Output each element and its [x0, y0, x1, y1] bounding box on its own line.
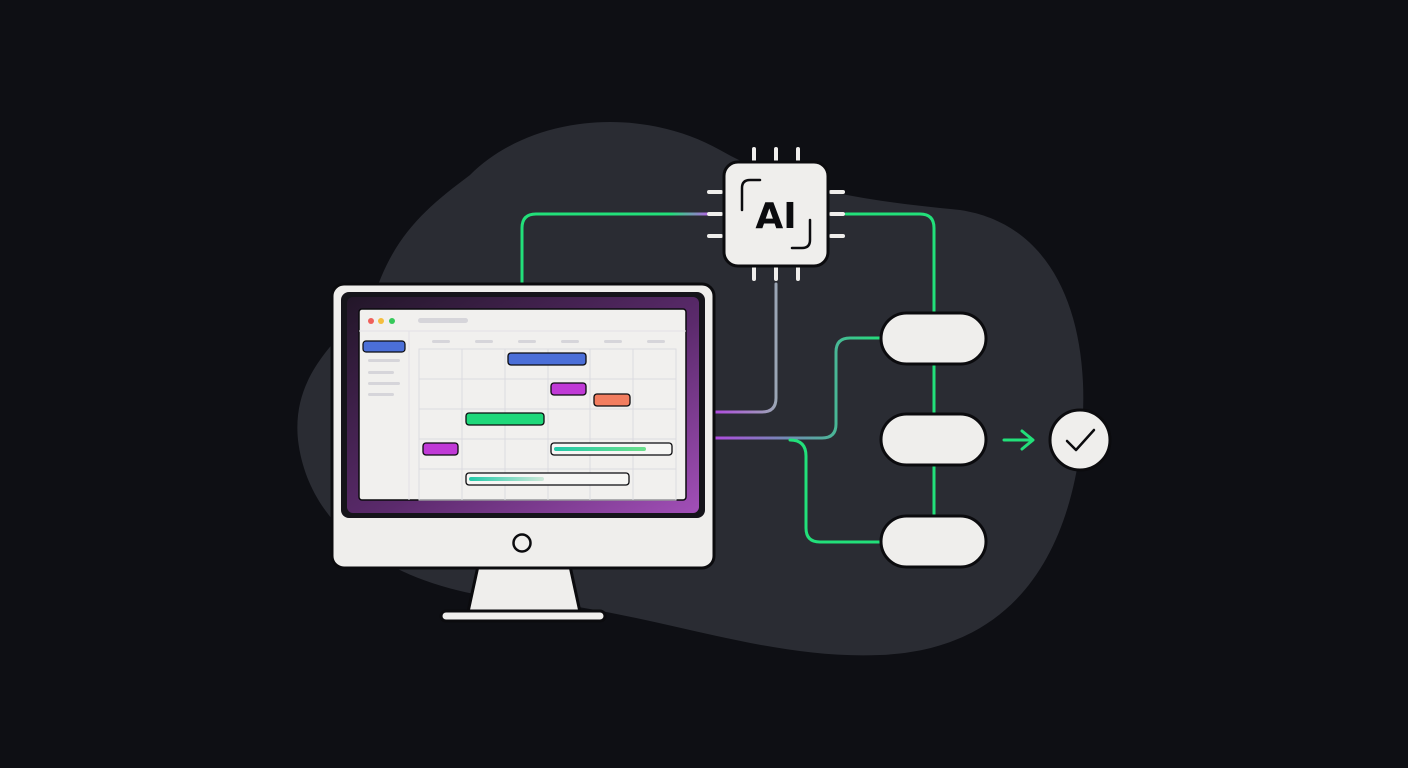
event-bar-magenta	[550, 382, 587, 396]
chip-corner-bracket-br	[790, 218, 812, 250]
event-bar-orange	[593, 393, 631, 407]
checkmark-icon	[1065, 428, 1096, 452]
check-badge	[1048, 408, 1112, 472]
maximize-dot	[389, 318, 395, 324]
workflow-step-pill	[879, 311, 988, 366]
monitor-base	[439, 609, 607, 623]
connection-wires	[520, 212, 1035, 544]
event-bar-green	[465, 412, 545, 426]
power-button-icon	[512, 533, 532, 553]
sidebar-active-item	[362, 340, 406, 353]
day-headers	[432, 340, 665, 343]
event-bar-blue	[507, 352, 587, 366]
close-dot	[368, 318, 374, 324]
minimize-dot	[378, 318, 384, 324]
workflow-step-pill	[879, 514, 988, 569]
event-bar-outline-wide	[465, 472, 630, 486]
calendar-sidebar	[362, 340, 406, 396]
wire-monitor-to-chip-left	[520, 212, 710, 286]
sidebar-item	[368, 371, 394, 374]
sidebar-item	[368, 393, 394, 396]
monitor-stand	[466, 564, 582, 614]
sidebar-item	[368, 382, 400, 385]
wire-monitor-to-pill-bottom	[788, 438, 884, 544]
arrow-head-icon	[1020, 429, 1035, 451]
wire-chip-to-monitor	[712, 282, 778, 414]
processor-chip-icon	[722, 160, 830, 268]
workflow-step-pill	[879, 412, 988, 467]
monitor	[330, 282, 716, 623]
sidebar-item	[368, 359, 400, 362]
progress-fill-1	[554, 447, 646, 451]
workflow-steps	[879, 311, 988, 569]
calendar-window	[358, 308, 687, 501]
chip-corner-bracket-tl	[740, 178, 762, 212]
check-badge-circle	[1048, 408, 1112, 472]
calendar-window-frame	[358, 308, 687, 501]
title-bar-placeholder	[418, 318, 468, 323]
ai-chip: AI	[707, 147, 845, 281]
wire-chip-to-pills	[844, 212, 936, 314]
ai-label: AI	[755, 196, 796, 237]
wire-monitor-to-pill-top	[712, 336, 884, 440]
calendar-grid	[418, 348, 677, 501]
chip-pins	[707, 147, 845, 281]
progress-fill-2	[469, 477, 544, 481]
event-bar-magenta-small	[422, 442, 459, 456]
